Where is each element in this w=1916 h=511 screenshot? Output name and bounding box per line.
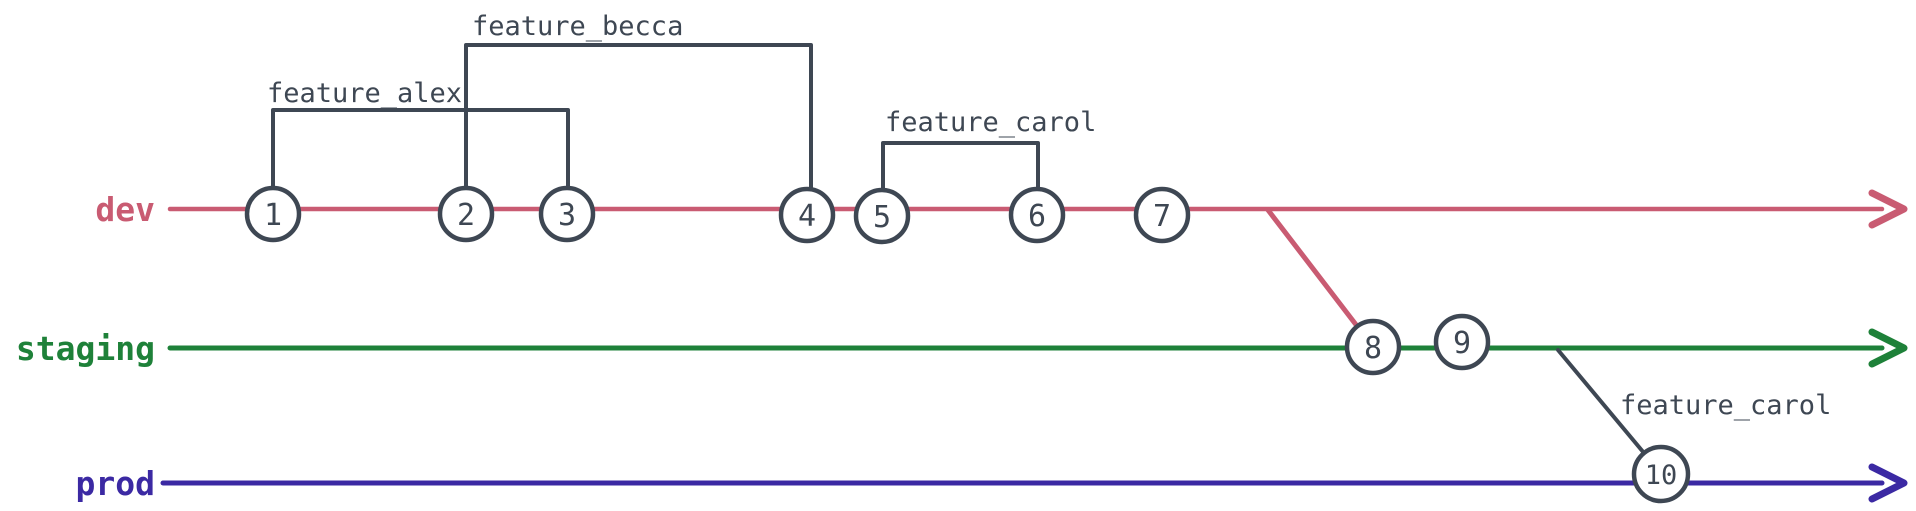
commit-node-4: 4	[778, 186, 836, 244]
commit-circle-1	[244, 185, 302, 243]
feature-label-becca: feature_becca	[472, 11, 683, 42]
commit-label-7: 7	[1153, 199, 1171, 234]
branch-line-dev-group: dev	[95, 189, 1908, 229]
commit-label-10: 10	[1645, 460, 1678, 491]
merge-edge-staging-to-prod	[1556, 348, 1646, 455]
feature-label-carol-dev: feature_carol	[885, 107, 1096, 138]
commit-circle-10	[1631, 444, 1691, 504]
commit-node-6: 6	[1008, 186, 1066, 244]
feature-label-alex: feature_alex	[267, 78, 462, 109]
commit-label-5: 5	[873, 200, 891, 235]
commit-node-5: 5	[853, 187, 911, 245]
commit-circle-7	[1133, 186, 1191, 244]
dev-arrowhead-icon	[1868, 189, 1908, 229]
commit-node-1: 1	[244, 185, 302, 243]
feature-label-carol-merge: feature_carol	[1620, 390, 1831, 421]
commit-node-2: 2	[437, 185, 495, 243]
commit-circle-6	[1008, 186, 1066, 244]
commit-node-9: 9	[1433, 313, 1491, 371]
branch-label-staging: staging	[16, 329, 155, 368]
commit-circle-9	[1433, 313, 1491, 371]
commit-label-9: 9	[1453, 326, 1471, 361]
merge-edge-dev-to-staging	[1265, 207, 1360, 329]
commit-label-4: 4	[798, 199, 816, 234]
commit-label-2: 2	[457, 198, 475, 233]
commit-circle-5	[853, 187, 911, 245]
branch-line-prod-group: prod	[76, 463, 1908, 503]
commit-label-8: 8	[1364, 331, 1382, 366]
commit-label-3: 3	[558, 198, 576, 233]
commit-node-7: 7	[1133, 186, 1191, 244]
branch-label-prod: prod	[76, 464, 155, 503]
commit-circle-2	[437, 185, 495, 243]
feature-becca-bracket	[464, 43, 813, 192]
commit-label-6: 6	[1028, 199, 1046, 234]
staging-arrowhead-icon	[1868, 328, 1908, 368]
commit-node-8: 8	[1344, 318, 1402, 376]
commit-node-10: 10	[1631, 444, 1691, 504]
branch-line-staging-group: staging	[16, 328, 1908, 368]
commit-circle-8	[1344, 318, 1402, 376]
commit-circle-4	[778, 186, 836, 244]
commit-circle-3	[538, 185, 596, 243]
prod-arrowhead-icon	[1868, 463, 1908, 503]
feature-alex-bracket	[271, 108, 570, 190]
commit-label-1: 1	[264, 198, 282, 233]
branch-label-dev: dev	[95, 190, 155, 229]
commit-node-3: 3	[538, 185, 596, 243]
feature-carol-bracket	[881, 141, 1040, 192]
